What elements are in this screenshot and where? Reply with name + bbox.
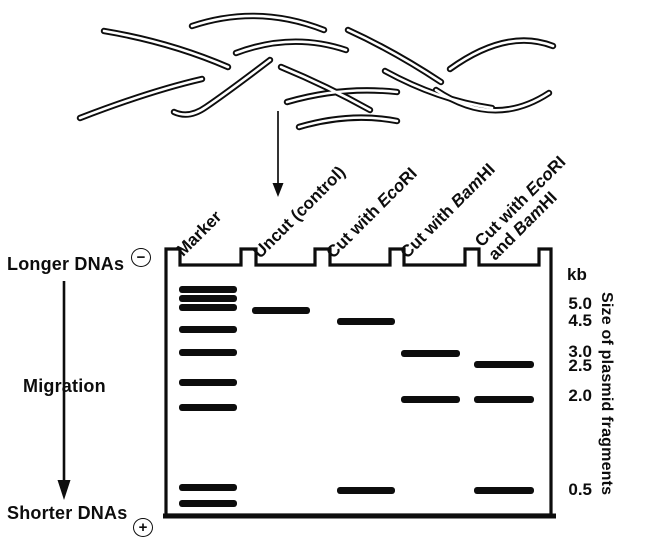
gel-band-0.5kb: [474, 487, 534, 494]
gel-band: [179, 404, 237, 411]
positive-electrode-icon: +: [133, 518, 153, 537]
gel-band: [179, 484, 237, 491]
gel-band: [252, 307, 310, 314]
longer-dnas-label: Longer DNAs: [7, 254, 125, 274]
migration-label: Migration: [23, 376, 106, 396]
gel-band-2.0kb: [474, 396, 534, 403]
kb-tick-0.5: 0.5: [568, 480, 592, 499]
kb-tick-5.0: 5.0: [568, 294, 592, 313]
kb-tick-2.5: 2.5: [568, 356, 592, 375]
kb-unit-label: kb: [567, 265, 587, 284]
dna-strand: [446, 37, 557, 73]
gel-outline: [163, 247, 556, 519]
gel-band-4.5kb: [337, 318, 395, 325]
gel-band: [179, 326, 237, 333]
sample-load-arrow: [272, 111, 284, 197]
negative-electrode-icon: −: [131, 248, 151, 267]
gel-band-2.5kb: [474, 361, 534, 368]
gel-band: [179, 349, 237, 356]
kb-tick-3.0: 3.0: [568, 342, 592, 361]
gel-band-3.0kb: [401, 350, 460, 357]
dna-strand: [170, 56, 274, 118]
shorter-dnas-label: Shorter DNAs: [7, 503, 128, 523]
kb-tick-4.5: 4.5: [568, 311, 592, 330]
size-axis-title: Size of plasmid fragments: [598, 292, 615, 496]
migration-arrow: [57, 281, 71, 500]
gel-band: [179, 304, 237, 311]
gel-band-2.0kb: [401, 396, 460, 403]
dna-strand: [100, 27, 232, 71]
gel-band: [179, 295, 237, 302]
gel-band-0.5kb: [337, 487, 395, 494]
gel-band: [179, 286, 237, 293]
gel-band: [179, 379, 237, 386]
dna-tangle: [76, 12, 557, 131]
gel-band: [179, 500, 237, 507]
kb-tick-2.0: 2.0: [568, 386, 592, 405]
